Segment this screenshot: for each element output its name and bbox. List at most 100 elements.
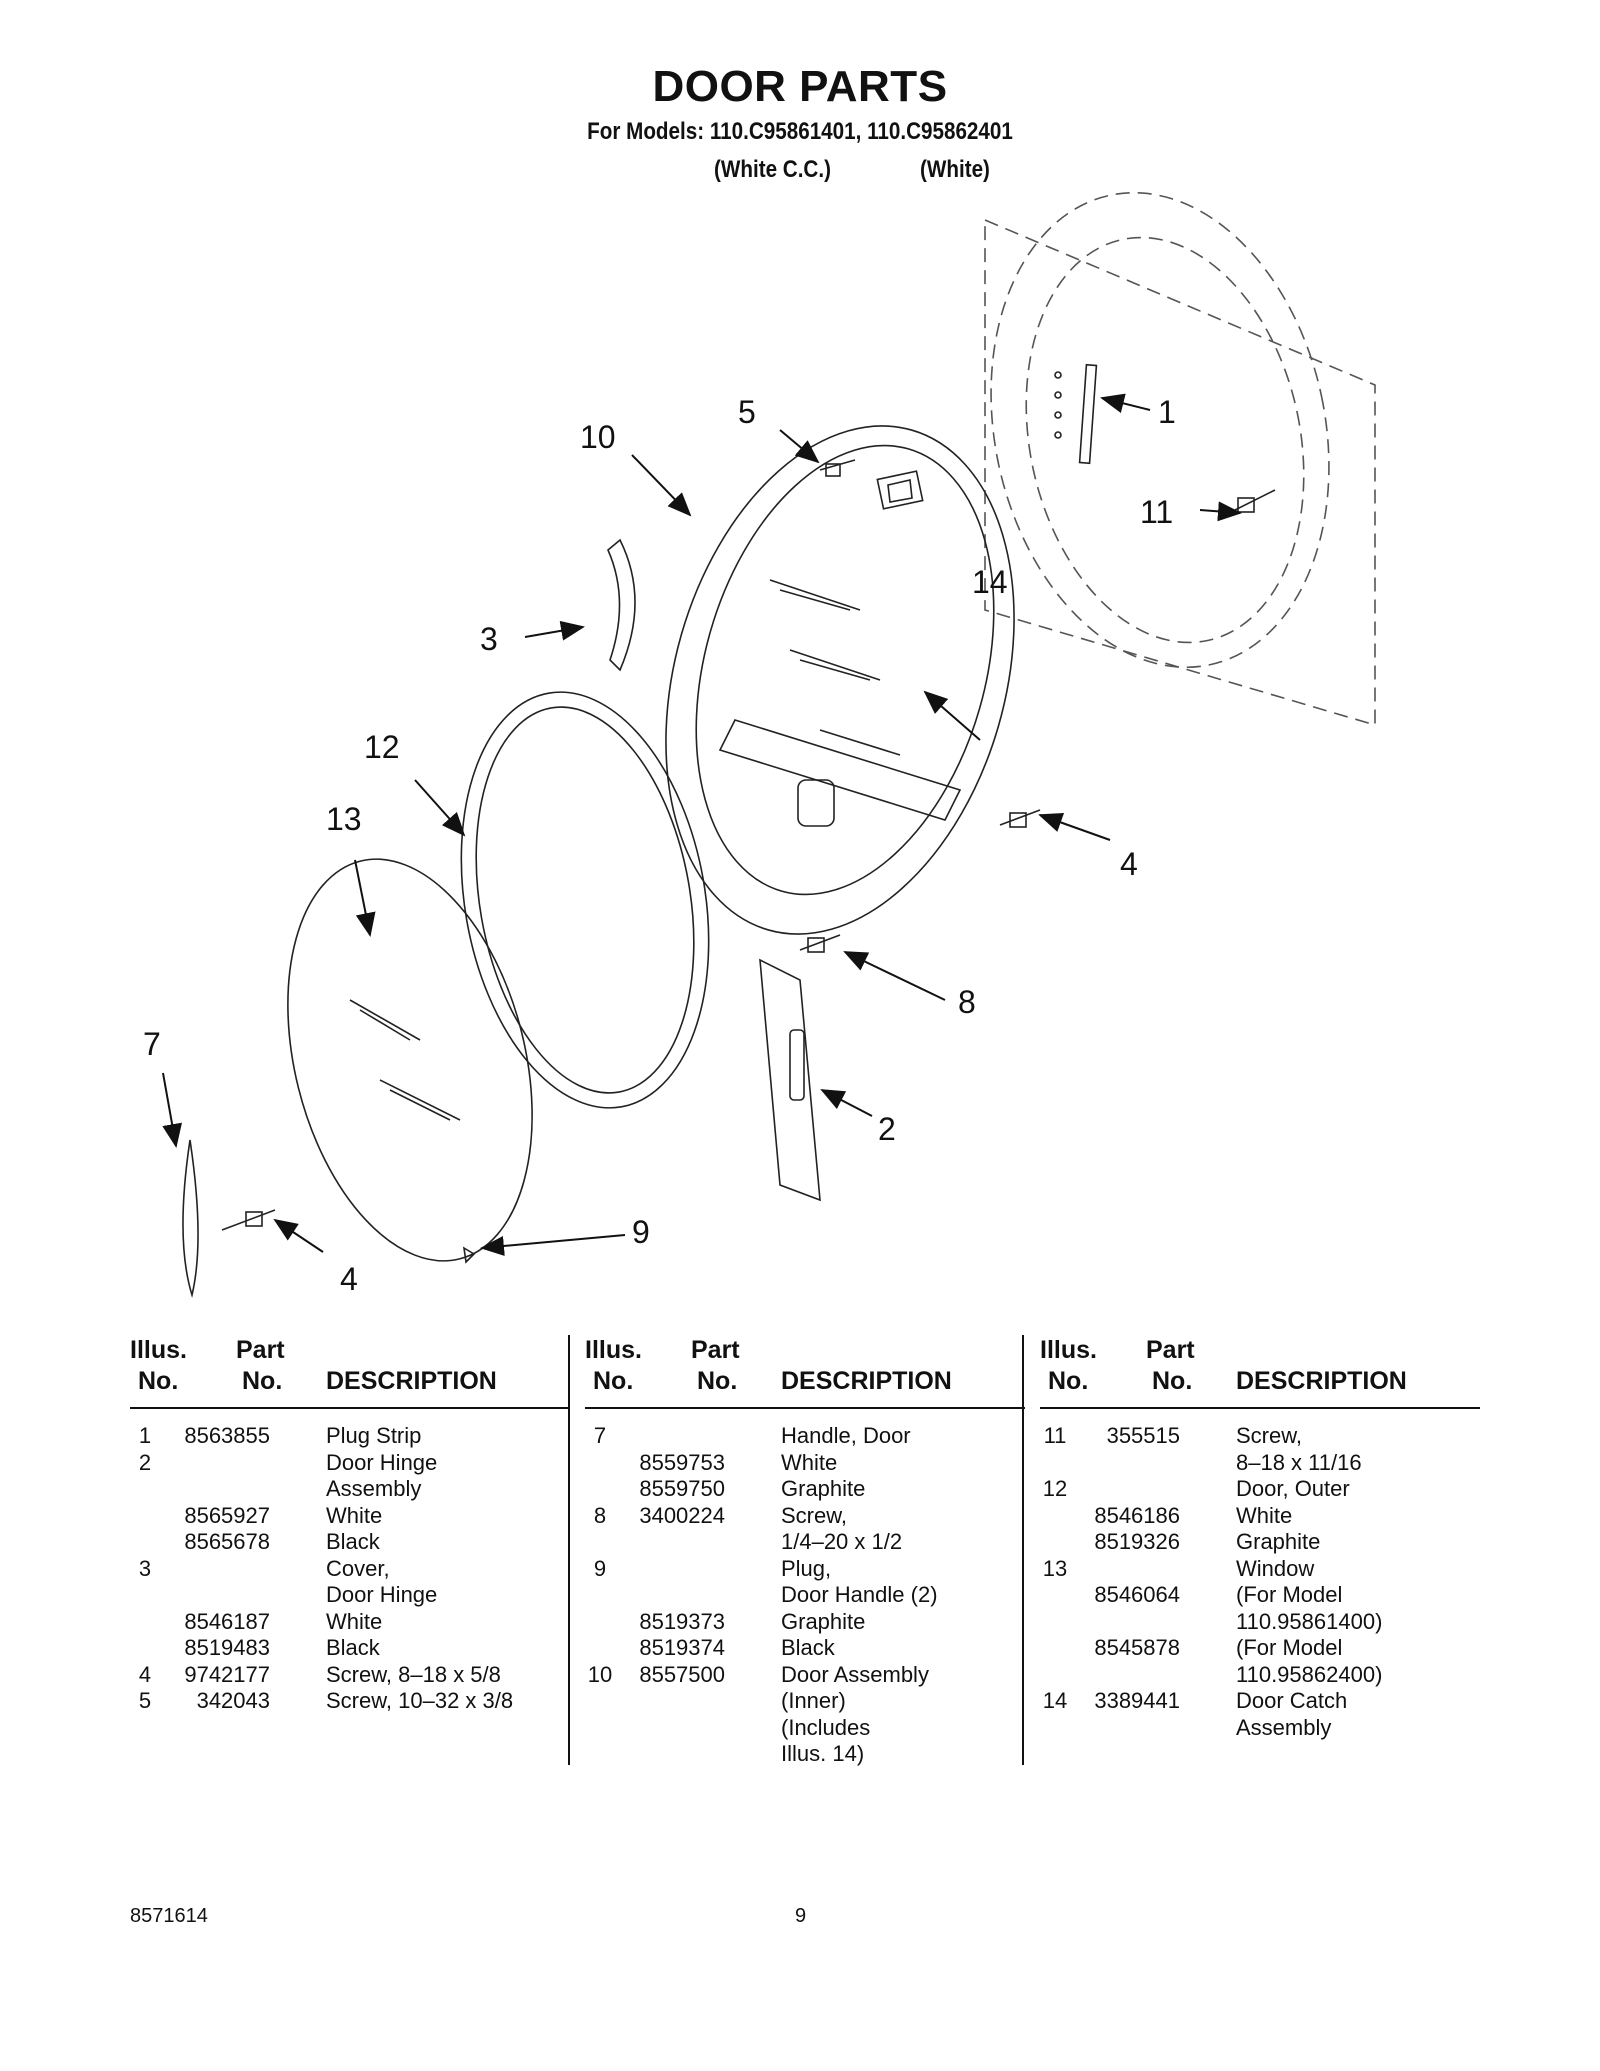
part-number: 355515 <box>1106 1423 1180 1448</box>
part-description: Black <box>326 1635 380 1660</box>
illus-number: 7 <box>593 1423 607 1448</box>
screw-5-part <box>819 459 856 477</box>
part-number: 342043 <box>196 1688 270 1713</box>
header-illus: Illus. <box>130 1336 187 1364</box>
callout-2: 2 <box>878 1111 896 1147</box>
part-description: Cover, <box>326 1555 390 1581</box>
header-illus-no: No. <box>1048 1367 1089 1395</box>
plug-part <box>462 1246 476 1264</box>
illus-number: 14 <box>1042 1688 1068 1713</box>
part-number: 8519374 <box>639 1635 725 1660</box>
part-description: Screw, <box>781 1502 848 1528</box>
table-row: 8545878 (For Model <box>1040 1635 1480 1662</box>
part-description: Handle, Door <box>781 1423 911 1448</box>
illus-number: 9 <box>593 1555 607 1581</box>
part-description: White <box>326 1608 383 1634</box>
part-description: 110.95861400) <box>1236 1608 1383 1634</box>
part-description: 1/4–20 x 1/2 <box>781 1529 903 1554</box>
table-row: 13 Window <box>1040 1556 1480 1583</box>
callout-13: 13 <box>326 801 362 837</box>
part-description: Door Handle (2) <box>781 1582 938 1607</box>
table-row: Door Handle (2) <box>585 1582 1025 1609</box>
part-description: Illus. 14) <box>781 1741 865 1766</box>
illus-number: 11 <box>1043 1423 1067 1448</box>
part-number: 8559753 <box>639 1449 725 1475</box>
part-description: Plug Strip <box>326 1423 422 1448</box>
table-row: 110.95862400) <box>1040 1662 1480 1689</box>
header-description: DESCRIPTION <box>1236 1367 1407 1395</box>
illus-number: 12 <box>1042 1476 1068 1501</box>
part-description: Door, Outer <box>1236 1476 1350 1501</box>
illus-number: 13 <box>1042 1555 1068 1581</box>
part-description: Plug, <box>781 1555 832 1581</box>
part-description: Graphite <box>781 1476 866 1501</box>
outer-door-part <box>460 691 710 1109</box>
table-header: Illus. No. Part No. DESCRIPTION <box>1040 1335 1480 1409</box>
header-illus: Illus. <box>585 1336 642 1364</box>
window-part <box>287 858 533 1262</box>
table-row: 110.95861400) <box>1040 1609 1480 1636</box>
part-description: Door Catch <box>1236 1688 1348 1713</box>
part-description: Door Hinge <box>326 1582 438 1607</box>
part-description: White <box>781 1449 838 1475</box>
callout-11: 11 <box>1140 494 1173 530</box>
part-number: 8563855 <box>184 1423 270 1448</box>
exploded-parts-diagram: 1 2 3 4 5 7 8 9 10 11 12 13 14 4 <box>143 191 1376 1299</box>
part-number: 8565927 <box>184 1502 270 1528</box>
table-row: 8519326 Graphite <box>1040 1529 1480 1556</box>
table-row: 14 3389441 Door Catch <box>1040 1688 1480 1715</box>
part-description: (For Model <box>1236 1635 1343 1660</box>
header-part: Part <box>1146 1336 1195 1364</box>
table-row: 8–18 x 11/16 <box>1040 1450 1480 1477</box>
part-description: Black <box>326 1529 380 1554</box>
callout-8: 8 <box>958 984 976 1020</box>
illus-number: 10 <box>587 1661 613 1687</box>
part-number: 8519326 <box>1094 1529 1180 1554</box>
part-number: 3400224 <box>639 1502 725 1528</box>
table-row: (Inner) <box>585 1688 1025 1715</box>
plug-strip-part <box>1054 363 1098 465</box>
table-row: Assembly <box>130 1476 570 1503</box>
callout-12: 12 <box>364 729 400 765</box>
hinge-cover-part <box>607 538 636 672</box>
parts-table-column-3: Illus. No. Part No. DESCRIPTION 11 355515… <box>1040 1335 1480 1741</box>
callout-9: 9 <box>632 1214 650 1250</box>
callout-4-right: 4 <box>1120 846 1138 882</box>
callout-5: 5 <box>738 394 756 430</box>
door-catch-part <box>876 470 924 510</box>
screw-8-part <box>799 934 841 953</box>
screw-4-left-part <box>221 1209 276 1231</box>
table-header: Illus. No. Part No. DESCRIPTION <box>130 1335 570 1409</box>
table-row: 8559753 White <box>585 1450 1025 1477</box>
model-variant-2: (White) <box>920 156 990 183</box>
callout-14: 14 <box>972 564 1008 600</box>
part-description: White <box>326 1502 383 1528</box>
part-description: White <box>1236 1502 1293 1528</box>
part-number: 8519373 <box>639 1608 725 1634</box>
part-description: Graphite <box>1236 1529 1321 1554</box>
header-description: DESCRIPTION <box>781 1367 952 1395</box>
part-number: 8546186 <box>1094 1502 1180 1528</box>
part-number: 9742177 <box>184 1661 270 1687</box>
part-number: 3389441 <box>1094 1688 1180 1713</box>
part-number: 8545878 <box>1094 1635 1180 1660</box>
models-line: For Models: 110.C95861401, 110.C95862401 <box>587 118 1013 145</box>
illus-number: 3 <box>138 1555 152 1581</box>
part-description: Window <box>1236 1555 1315 1581</box>
table-row: 8565927 White <box>130 1503 570 1530</box>
column-divider <box>1022 1335 1024 1765</box>
table-row: 3 Cover, <box>130 1556 570 1583</box>
part-description: Door Hinge <box>326 1449 438 1475</box>
header-part: Part <box>691 1336 740 1364</box>
